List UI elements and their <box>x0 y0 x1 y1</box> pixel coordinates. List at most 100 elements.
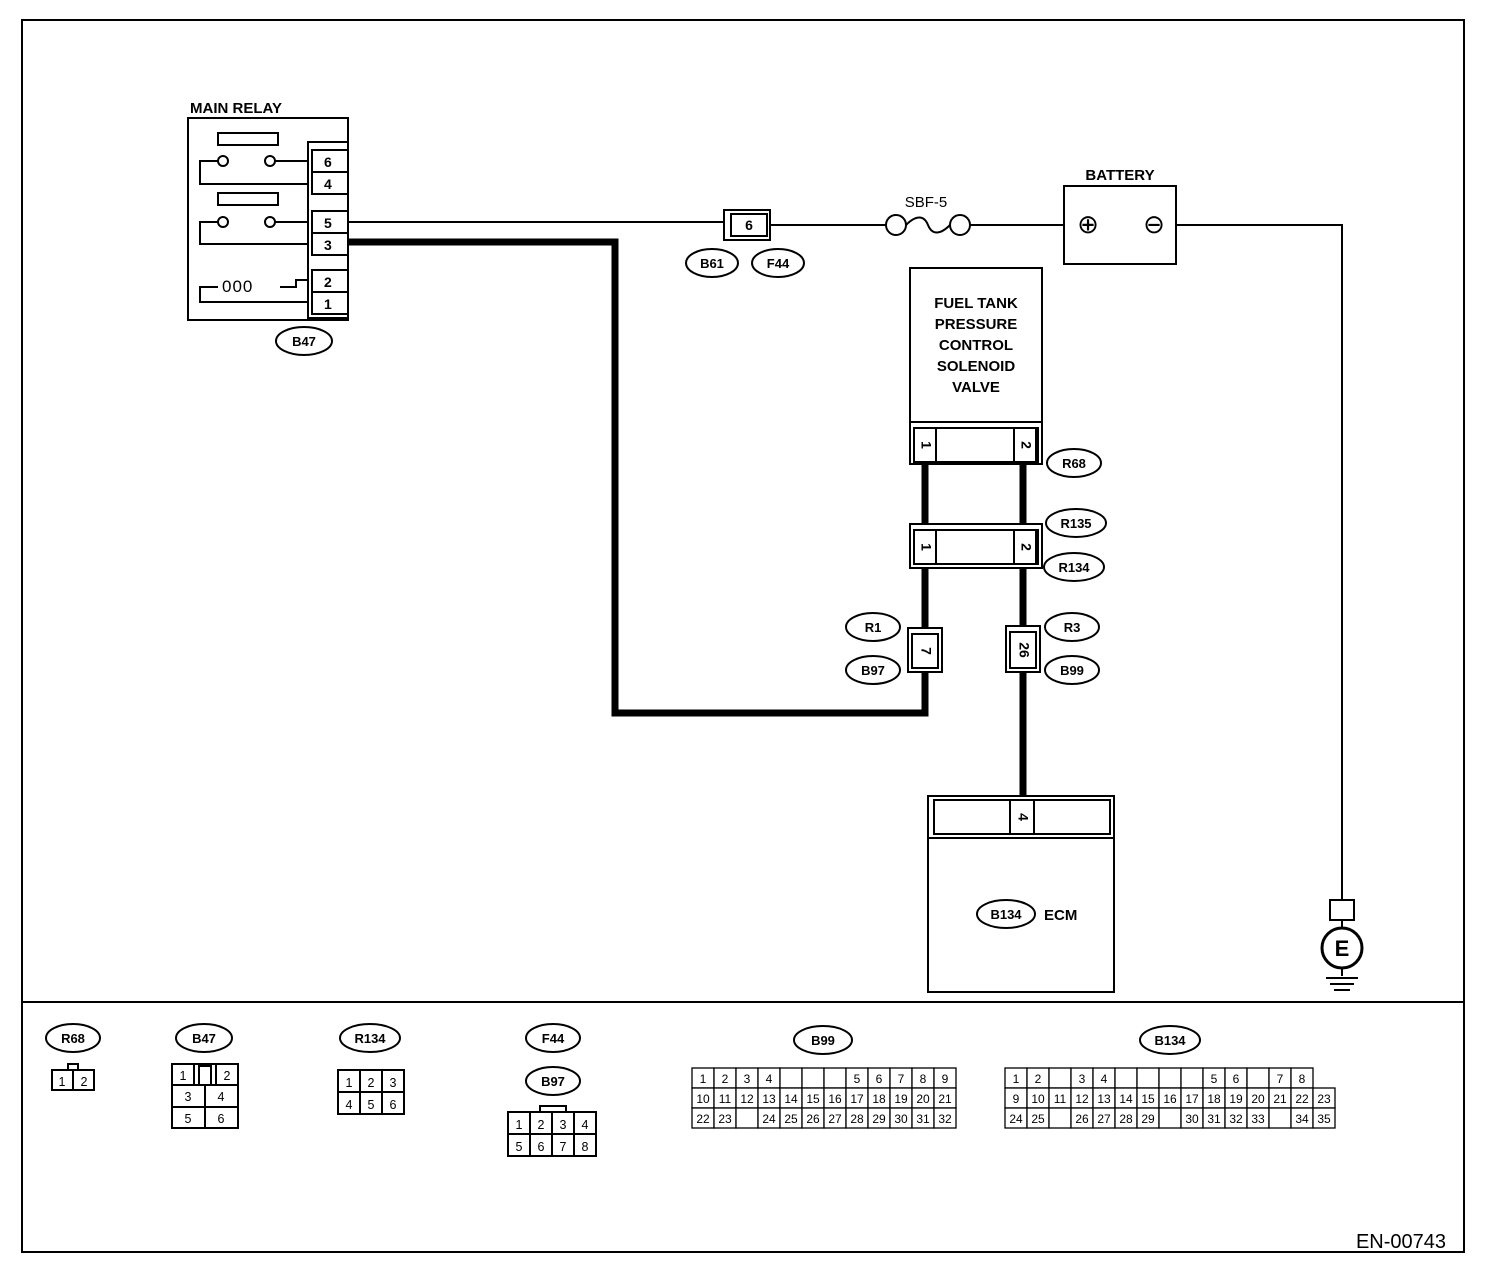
figure-id: EN-00743 <box>1356 1231 1446 1253</box>
legend-b134-pin: 8 <box>1299 1072 1306 1086</box>
connector-tag-b47-label: B47 <box>292 334 316 349</box>
legend-b99-pin: 7 <box>898 1072 905 1086</box>
connector-tag-r68-label: R68 <box>1062 456 1086 471</box>
legend-b134-pin: 23 <box>1317 1092 1331 1106</box>
legend-b99-cell <box>779 1067 803 1089</box>
relay-switch-2-terminal-a <box>217 216 229 228</box>
legend-b99-pin: 21 <box>938 1092 952 1106</box>
legend-b134-pin: 31 <box>1207 1112 1221 1126</box>
connector-r3-b99-pin: 26 <box>1016 642 1032 658</box>
legend-r134-pin: 3 <box>390 1076 397 1090</box>
legend-b134-pin: 35 <box>1317 1112 1331 1126</box>
legend-b134-pin: 25 <box>1031 1112 1045 1126</box>
fuse-terminal-right <box>949 214 971 236</box>
ground-terminal <box>1329 899 1355 921</box>
legend-b47-pin: 5 <box>185 1112 192 1126</box>
legend-f44-b97-pin: 2 <box>538 1118 545 1132</box>
legend-f44-tag <box>525 1023 581 1053</box>
legend-b134-tag-label: B134 <box>1154 1033 1186 1048</box>
fuse-terminal-left <box>885 214 907 236</box>
connector-r68-pin-1-cell <box>913 427 937 463</box>
connector-tag-b97 <box>845 655 901 685</box>
connector-r3-b99-pin-cell <box>1009 631 1037 669</box>
solenoid-label-line-5: VALVE <box>952 379 1000 396</box>
connector-r135-r134: 1 2 R135 R134 <box>909 508 1107 582</box>
legend-b99-pin: 28 <box>850 1112 864 1126</box>
legend-b99-pin: 1 <box>700 1072 707 1086</box>
solenoid-label-line-1: FUEL TANK <box>934 295 1018 312</box>
legend-b99-pin: 31 <box>916 1112 930 1126</box>
wire-relay-to-solenoid <box>348 238 929 717</box>
relay-switch-1-terminal-b <box>264 155 276 167</box>
legend-b134-pin: 34 <box>1295 1112 1309 1126</box>
legend-f44-b97-pin: 5 <box>516 1140 523 1154</box>
legend-b134-pin: 27 <box>1097 1112 1111 1126</box>
legend-b99-pin: 30 <box>894 1112 908 1126</box>
legend-b99-pin: 15 <box>806 1092 820 1106</box>
connector-tag-b47 <box>275 326 333 356</box>
relay-switch-2-terminal-b <box>264 216 276 228</box>
battery-positive-terminal: ⊕ <box>1077 209 1099 239</box>
legend-b134-pin: 11 <box>1054 1092 1067 1106</box>
legend-b99-pin: 12 <box>740 1092 754 1106</box>
legend-b99-pin: 5 <box>854 1072 861 1086</box>
connector-r1-b97-pin-cell <box>911 633 939 669</box>
legend-b134-cell <box>1180 1067 1204 1089</box>
legend-r134-pin: 2 <box>368 1076 375 1090</box>
legend-b99-pin: 13 <box>762 1092 776 1106</box>
legend-r68: R68 1 2 <box>45 1023 101 1091</box>
legend-b99-pin: 14 <box>784 1092 798 1106</box>
legend-b99-pin: 6 <box>876 1072 883 1086</box>
connector-tag-r134 <box>1043 552 1105 582</box>
legend-b134-cell <box>1158 1067 1182 1089</box>
legend-b134-pin: 32 <box>1229 1112 1243 1126</box>
legend-r68-pin: 2 <box>81 1075 88 1089</box>
legend-b134-pin: 4 <box>1101 1072 1108 1086</box>
connector-tag-r135 <box>1045 508 1107 538</box>
connector-b61-f44-pin-cell <box>730 213 768 237</box>
legend-b99-pin: 4 <box>766 1072 773 1086</box>
relay-pin-6: 6 <box>324 154 332 170</box>
legend-f44-b97-pin: 1 <box>516 1118 523 1132</box>
legend-b134-pin: 13 <box>1097 1092 1111 1106</box>
fuse-link <box>905 216 951 234</box>
battery-body <box>1063 185 1177 265</box>
legend-b99-pin: 16 <box>828 1092 842 1106</box>
legend-b47-pin: 3 <box>185 1090 192 1104</box>
legend-r68-tag-label: R68 <box>61 1031 85 1046</box>
connector-tag-r134-label: R134 <box>1058 560 1090 575</box>
ecm-label: ECM <box>1044 907 1077 924</box>
legend-b134-pin: 18 <box>1207 1092 1221 1106</box>
connector-b61-f44-pin: 6 <box>745 217 753 233</box>
legend-b134-cell <box>1114 1067 1138 1089</box>
legend-r134-tag-label: R134 <box>354 1031 386 1046</box>
legend-b134-pin: 22 <box>1295 1092 1309 1106</box>
legend-b134-pin: 12 <box>1075 1092 1089 1106</box>
legend-b99-pin: 27 <box>828 1112 842 1126</box>
diagram-border <box>21 19 1465 1253</box>
relay-pin-1: 1 <box>324 296 332 312</box>
legend-f44-b97-pin: 3 <box>560 1118 567 1132</box>
legend-b134-pin: 6 <box>1233 1072 1240 1086</box>
connector-tag-b134 <box>976 899 1036 929</box>
main-relay: MAIN RELAY 000 6 4 5 3 2 1 B47 <box>187 100 349 356</box>
solenoid-label-line-3: CONTROL <box>939 337 1013 354</box>
battery-label: BATTERY <box>1085 167 1154 184</box>
legend-b134-cell <box>1136 1067 1160 1089</box>
relay-switch-2-wire <box>199 221 308 245</box>
connector-tag-r1-label: R1 <box>865 620 882 635</box>
solenoid-label-line-4: SOLENOID <box>937 358 1016 375</box>
legend-b134-pin: 30 <box>1185 1112 1199 1126</box>
fuse-label: SBF-5 <box>905 194 948 211</box>
legend-b47-key <box>198 1065 212 1086</box>
legend-b97-tag <box>525 1066 581 1096</box>
legend-b97-tag-label: B97 <box>541 1074 565 1089</box>
legend-b134-pin: 2 <box>1035 1072 1042 1086</box>
fuse-sbf5: SBF-5 <box>885 194 971 236</box>
legend-b47-tag <box>175 1023 233 1053</box>
legend-b134-pin: 19 <box>1229 1092 1243 1106</box>
legend-b99-pin: 24 <box>762 1112 776 1126</box>
